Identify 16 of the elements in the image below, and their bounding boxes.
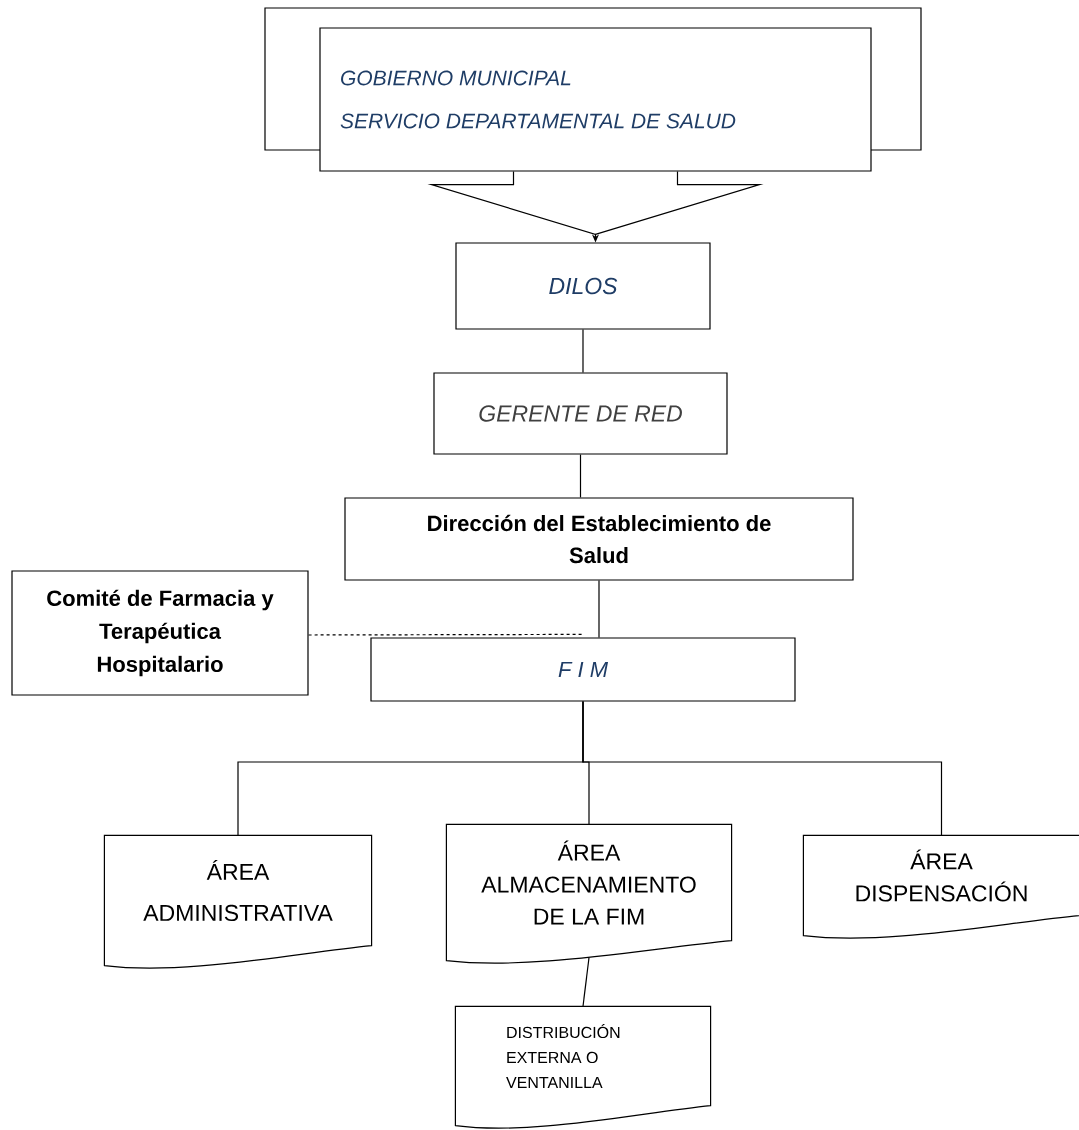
org-box: GOBIERNO MUNICIPAL SERVICIO DEPARTAMENTAL DE SALUD xyxy=(319,27,872,172)
connector-line xyxy=(582,329,584,373)
org-box: GERENTE DE RED xyxy=(433,372,728,455)
dashed-line xyxy=(308,633,584,636)
org-box: Comité de Farmacia y Terapéutica Hospitalario xyxy=(11,570,309,696)
connector-line xyxy=(582,701,943,836)
document-box: ÁREA ALMACENAMIENTO DE LA FIM xyxy=(445,823,733,964)
document-box: DISTRIBUCIÓN EXTERNA O VENTANILLA xyxy=(454,1005,712,1129)
org-box: F I M xyxy=(370,637,796,702)
connector-line xyxy=(582,957,590,1007)
document-box: ÁREA DISPENSACIÓN xyxy=(802,834,1079,939)
document-box: ÁREA ADMINISTRATIVA xyxy=(103,834,373,969)
connector-line xyxy=(598,580,600,638)
connector-line xyxy=(579,454,582,498)
org-box: DILOS xyxy=(455,242,711,330)
org-box: Dirección del Establecimiento de Salud xyxy=(344,497,854,581)
